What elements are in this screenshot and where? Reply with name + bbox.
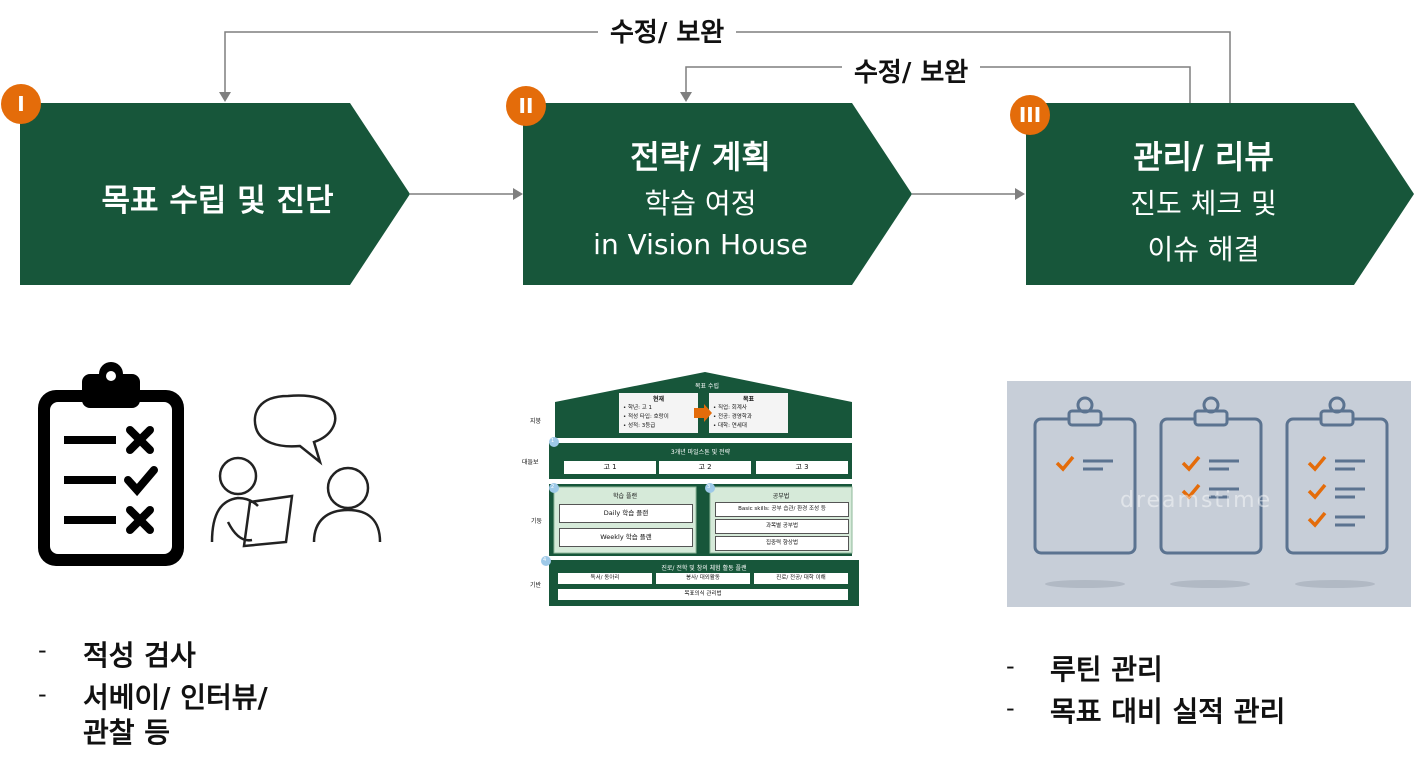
step-2-title: 전략/ 계획 bbox=[630, 138, 771, 176]
step-1-badge: I bbox=[1, 84, 41, 124]
interview-people-icon bbox=[210, 394, 382, 548]
current-panel bbox=[619, 393, 698, 433]
left-bullet-2-line1: 서베이/ 인터뷰/ bbox=[83, 681, 268, 714]
outer-loop-label: 수정/ 보완 bbox=[598, 12, 737, 49]
step-3-title: 관리/ 리뷰 bbox=[1133, 138, 1274, 176]
vh-num-2: 2 bbox=[551, 484, 555, 490]
right-bullet-2: 목표 대비 실적 관리 bbox=[1050, 695, 1286, 728]
vh-method-title: 공부법 bbox=[772, 493, 790, 500]
vh-method-item-2: 과목별 공부법 bbox=[715, 519, 849, 534]
num-3-circle bbox=[705, 483, 715, 493]
current-to-goal-arrow bbox=[694, 404, 712, 422]
vh-goal-item-3: • 대학: 연세대 bbox=[713, 423, 747, 429]
vh-base-bottom: 목표의식 관리법 bbox=[558, 589, 848, 600]
vh-study-plan-item-2: Weekly 학습 플랜 bbox=[559, 528, 693, 547]
step-3-line2: 이슈 해결 bbox=[1147, 233, 1260, 266]
chevron-step-2 bbox=[523, 103, 912, 285]
step-2-line1: 학습 여정 bbox=[644, 187, 757, 220]
clipboard-3-icon bbox=[1285, 396, 1389, 555]
vh-goal-item-1: • 직업: 회계사 bbox=[713, 405, 747, 411]
vh-study-plan-title: 학습 플랜 bbox=[613, 493, 637, 500]
vh-beam-item-3: 고 3 bbox=[756, 461, 848, 474]
left-bullet-1: 적성 검사 bbox=[83, 639, 196, 672]
num-1-circle bbox=[549, 437, 559, 447]
step-3-badge: III bbox=[1010, 95, 1050, 135]
step-1-title: 목표 수립 및 진단 bbox=[101, 183, 334, 219]
arrowhead-1-to-2 bbox=[513, 188, 523, 200]
num-4-circle bbox=[541, 556, 551, 566]
left-bullet-dash-2: - bbox=[38, 680, 47, 708]
vh-base-label: 기반 bbox=[530, 582, 542, 589]
vh-base-item-3: 진로/ 전공/ 대학 이해 bbox=[754, 573, 848, 584]
inner-loop-arrowhead bbox=[680, 92, 692, 102]
watermark-text: dreamstime bbox=[1120, 488, 1273, 513]
vh-pillar-label: 기둥 bbox=[531, 518, 543, 525]
vh-goal-title: 목표 bbox=[742, 396, 755, 403]
outer-loop-arrowhead bbox=[219, 92, 231, 102]
step-2-badge: II bbox=[506, 86, 546, 126]
speech-bubble-icon bbox=[253, 394, 337, 466]
vh-base-title: 진로/ 전학 및 창의 체험 활동 플랜 bbox=[661, 565, 747, 572]
step-2-line2: in Vision House bbox=[593, 228, 808, 261]
left-bullet-2-line2: 관찰 등 bbox=[83, 716, 171, 749]
right-bullet-dash-1: - bbox=[1006, 652, 1015, 680]
inner-loop-label: 수정/ 보완 bbox=[842, 52, 981, 89]
left-bullet-dash-1: - bbox=[38, 636, 47, 664]
right-bullet-dash-2: - bbox=[1006, 694, 1015, 722]
right-bullet-1: 루틴 관리 bbox=[1050, 653, 1163, 686]
checklist-clipboard-icon bbox=[38, 362, 184, 566]
vh-study-plan-item-1: Daily 학습 플랜 bbox=[559, 504, 693, 523]
clipboard-1-icon bbox=[1033, 396, 1137, 555]
vh-beam-title: 3개년 마일스톤 및 전략 bbox=[670, 449, 731, 456]
chevron-step-3 bbox=[1026, 103, 1414, 285]
clipboard-2-icon bbox=[1159, 396, 1263, 555]
arrowhead-2-to-3 bbox=[1015, 188, 1025, 200]
vh-current-item-2: • 적성 타입: 호랑이 bbox=[623, 414, 669, 420]
chevron-step-1 bbox=[20, 103, 410, 285]
vh-beam-item-2: 고 2 bbox=[659, 461, 751, 474]
clipboards-illustration bbox=[1007, 381, 1411, 607]
step-3-line1: 진도 체크 및 bbox=[1130, 187, 1277, 220]
vh-beam-item-1: 고 1 bbox=[564, 461, 656, 474]
vh-goal-item-2: • 전공: 경영학과 bbox=[713, 414, 752, 420]
vh-num-4: 4 bbox=[543, 557, 547, 563]
vh-roof-title: 목표 수립 bbox=[695, 383, 719, 390]
vision-house-diagram: 목표 수립 지붕 현재 • 학년: 고 1 • 적성 타입: 호랑이 • 성적:… bbox=[522, 370, 862, 610]
vh-current-item-3: • 성적: 3등급 bbox=[623, 423, 656, 429]
vh-method-item-3: 집중력 향상법 bbox=[715, 536, 849, 551]
vh-num-1: 1 bbox=[551, 438, 555, 444]
vh-method-item-1: Basic skills: 공부 습관/ 환경 조성 등 bbox=[715, 502, 849, 517]
vh-base-item-1: 독서/ 동아리 bbox=[558, 573, 652, 584]
vh-roof-label: 지붕 bbox=[530, 418, 542, 425]
num-2-circle bbox=[549, 483, 559, 493]
vh-current-item-1: • 학년: 고 1 bbox=[623, 405, 653, 411]
goal-panel bbox=[709, 393, 788, 433]
vh-num-3: 3 bbox=[707, 484, 711, 490]
vh-beam-label: 대들보 bbox=[522, 459, 539, 466]
vh-current-title: 현재 bbox=[652, 396, 665, 403]
vh-base-item-2: 봉사/ 대외활동 bbox=[656, 573, 750, 584]
